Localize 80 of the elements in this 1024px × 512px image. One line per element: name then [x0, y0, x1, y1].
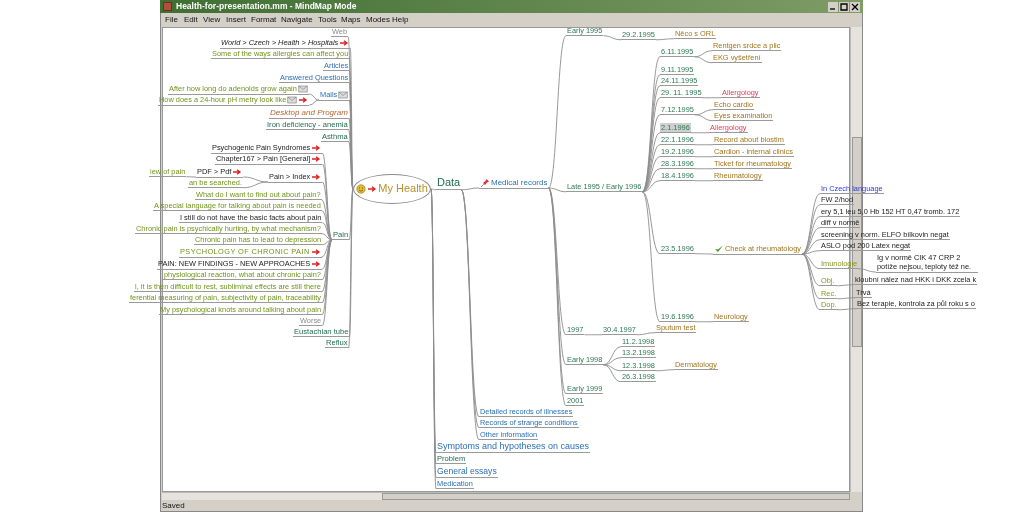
topic-text: Medical records [491, 177, 548, 188]
branch-line [548, 35, 567, 189]
branch-line [460, 187, 480, 191]
branch-line [655, 369, 675, 372]
branch-line [655, 38, 675, 41]
topic-node [220, 37, 351, 49]
branch-line [694, 180, 714, 182]
menu-item: Tools [318, 15, 337, 24]
branch-line [242, 176, 269, 183]
status-text: Saved [162, 501, 185, 510]
branch-line [835, 284, 855, 287]
branch-line [694, 109, 714, 116]
branch-line [584, 334, 603, 336]
menu-item: Insert [226, 15, 246, 24]
topic-node [179, 246, 322, 258]
branch-line [430, 188, 437, 191]
branch-line [321, 239, 333, 270]
branch-line [348, 141, 354, 190]
menu-item: Navigate [281, 15, 313, 24]
topic-node [196, 166, 244, 178]
topic-node [168, 83, 309, 95]
topic-node [158, 94, 310, 106]
branch-line [636, 332, 656, 336]
branch-line [801, 253, 821, 311]
branch-line [602, 364, 622, 372]
topic-text: Data [437, 175, 461, 190]
branch-line [308, 99, 320, 106]
branch-line [548, 187, 567, 193]
menu-item: View [203, 15, 221, 24]
branch-line [693, 56, 713, 64]
branch-line [801, 253, 821, 287]
topic-node [215, 153, 323, 165]
menu-item: Help [392, 15, 409, 24]
branch-line [641, 191, 661, 323]
branch-line [641, 168, 661, 193]
branch-line [321, 239, 333, 246]
branch-line [694, 168, 714, 170]
branch-line [801, 204, 821, 255]
topic-text: General essays [437, 466, 497, 477]
menu-item: Modes [366, 15, 390, 24]
branch-line [321, 222, 333, 241]
branch-line [702, 97, 722, 99]
branch-line [690, 132, 710, 134]
branch-line [348, 188, 354, 241]
branch-line [801, 193, 821, 255]
branch-line [694, 253, 714, 255]
branch-line [641, 114, 661, 193]
topic-node [319, 89, 350, 101]
topic-node [479, 177, 549, 189]
branch-line [801, 227, 821, 255]
topic-node [211, 142, 323, 154]
branch-line [321, 233, 333, 241]
window-title: Health-for-presentation.mm - MindMap Mode [176, 1, 357, 11]
menu-item: Format [251, 15, 277, 24]
branch-line [694, 321, 714, 323]
branch-line [857, 268, 877, 273]
menu-item: Maps [341, 15, 361, 24]
branch-line [185, 176, 197, 178]
menu-item: File [165, 15, 178, 24]
branch-line [602, 35, 622, 41]
branch-line [694, 156, 714, 158]
branch-line [602, 364, 622, 383]
branch-line [837, 308, 857, 311]
branch-line [321, 239, 333, 281]
branch-line [242, 181, 269, 189]
menu-item: Edit [184, 15, 198, 24]
topic-text: Symptoms and hypotheses on causes [437, 441, 590, 453]
topic-node [713, 243, 802, 255]
topic-node [268, 171, 323, 183]
branch-line [641, 191, 661, 255]
branch-line [321, 239, 333, 258]
branch-line [836, 297, 856, 300]
topic-text: Desktop and Program [270, 107, 348, 118]
root-text: My Health [378, 182, 428, 196]
branch-line [641, 180, 661, 193]
branch-line [321, 210, 333, 241]
branch-line [308, 93, 320, 101]
branch-line [694, 144, 714, 146]
branch-line [694, 114, 714, 122]
topic-node [157, 258, 323, 270]
